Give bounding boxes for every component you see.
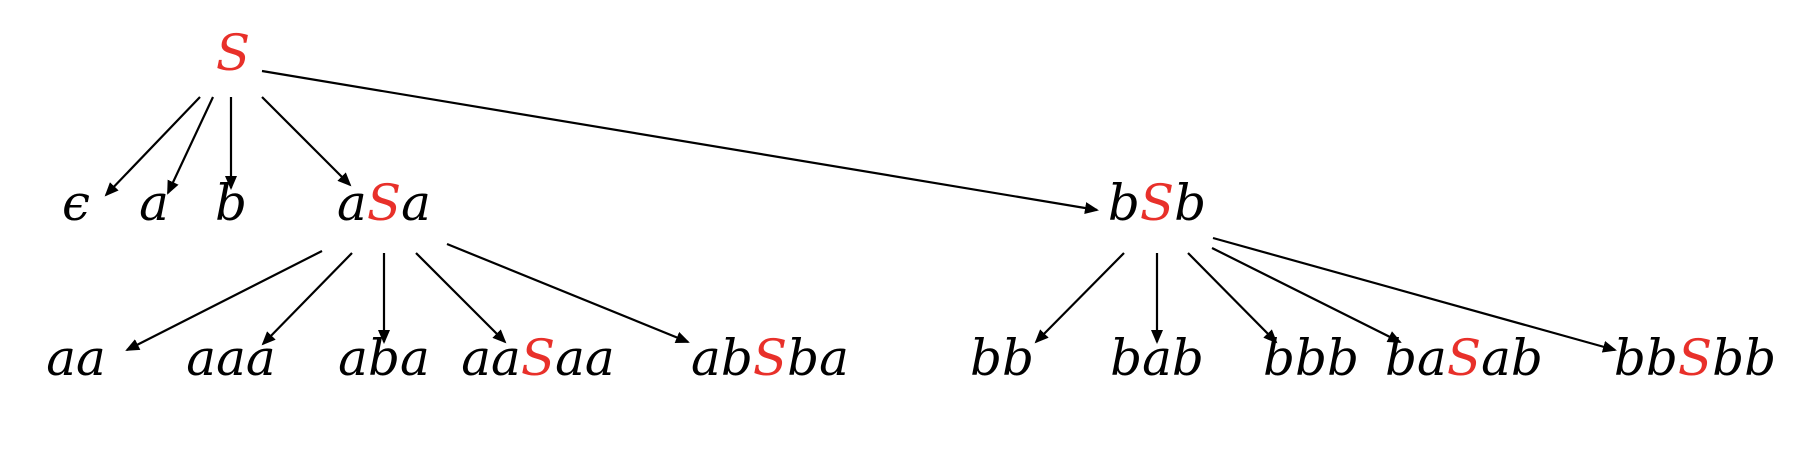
derivation-arrow xyxy=(167,96,214,195)
node-bsb: bSb xyxy=(1108,174,1206,232)
derivation-arrow xyxy=(1211,247,1402,343)
derivation-arrow xyxy=(125,250,323,351)
node-a: a xyxy=(139,174,169,232)
node-bb: bb xyxy=(970,329,1034,387)
derivation-arrow xyxy=(1212,236,1617,353)
variable-s: S xyxy=(1447,329,1481,387)
variable-s: S xyxy=(753,329,787,387)
derivation-arrow xyxy=(1034,252,1125,344)
node-aaa: aaa xyxy=(186,329,275,387)
variable-s: S xyxy=(216,24,250,82)
root-node: S xyxy=(216,24,250,82)
derivation-arrow xyxy=(1187,252,1278,344)
node-eps: ϵ xyxy=(62,174,90,232)
variable-s: S xyxy=(367,174,401,232)
node-aasaa: aaSaa xyxy=(461,329,615,387)
derivation-arrow xyxy=(446,242,690,344)
derivation-arrow xyxy=(261,252,353,346)
node-aa: aa xyxy=(46,329,106,387)
edges xyxy=(104,69,1617,353)
derivation-arrow xyxy=(261,69,1099,214)
node-bab: bab xyxy=(1110,329,1204,387)
variable-s: S xyxy=(521,329,555,387)
node-bbb: bbb xyxy=(1263,329,1359,387)
variable-s: S xyxy=(1140,174,1174,232)
derivation-arrow xyxy=(261,96,352,187)
node-bbsbb: bbSbb xyxy=(1614,329,1776,387)
variable-s: S xyxy=(1678,329,1712,387)
derivation-arrow xyxy=(415,252,507,344)
derivation-arrow xyxy=(104,96,201,197)
node-basab: baSab xyxy=(1385,329,1543,387)
node-absba: abSba xyxy=(691,329,849,387)
node-aba: aba xyxy=(338,329,430,387)
node-b: b xyxy=(215,174,247,232)
node-asa: aSa xyxy=(337,174,431,232)
